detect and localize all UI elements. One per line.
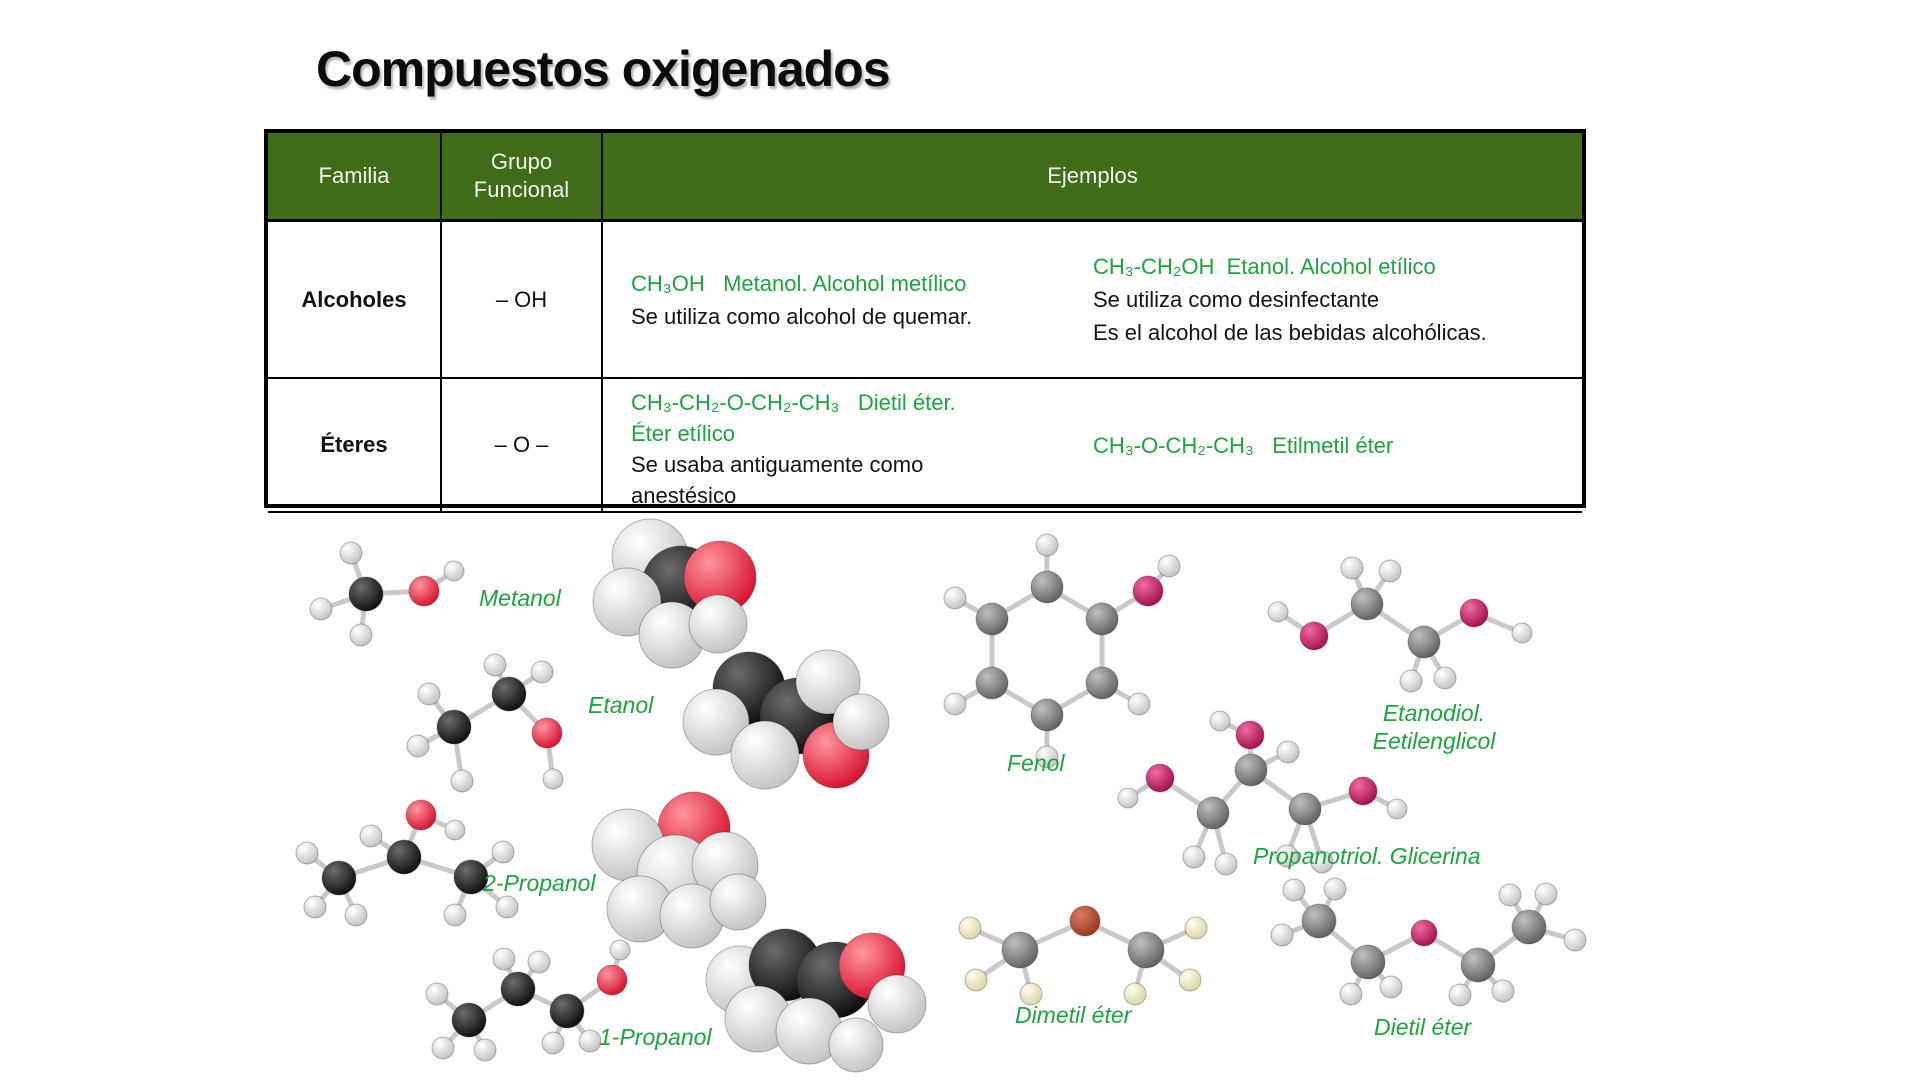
- etilmetil-eter-formula: CH₃-O-CH₂-CH₃ Etilmetil éter: [1093, 432, 1394, 458]
- cell-grupo-o: – O –: [442, 379, 603, 513]
- header-ejemplos: Ejemplos: [603, 133, 1582, 222]
- ejemplo-etanol-block: CH₃-CH₂OH Etanol. Alcohol etílico Se uti…: [1093, 222, 1582, 377]
- molecule-label-dimetil-eter: Dimetil éter: [1015, 1002, 1132, 1028]
- compounds-table: Familia Grupo Funcional Ejemplos Alcohol…: [264, 129, 1586, 513]
- metanol-formula: CH₃OH Metanol. Alcohol metílico: [631, 270, 967, 296]
- ejemplo-dietil-eter-block: CH₃-CH₂-O-CH₂-CH₃ Dietil éter. Éter etíl…: [631, 379, 1093, 511]
- metanol-use: Se utiliza como alcohol de quemar.: [631, 303, 973, 329]
- 1-propanol-ball-stick-model: [425, 939, 631, 1062]
- metanol-space-filling-model: [592, 518, 757, 669]
- glicerina-ball-stick-model: [1117, 710, 1408, 876]
- molecule-label-dietil-eter: Dietil éter: [1374, 1014, 1472, 1040]
- etanol-ball-stick-model: [406, 653, 564, 793]
- etanodiol-ball-stick-model: [1267, 556, 1533, 693]
- dietil-eter-use-1: Se usaba antiguamente como: [631, 452, 924, 477]
- molecule-label-etanodiol: Etanodiol.: [1382, 700, 1486, 726]
- etanol-formula: CH₃-CH₂OH Etanol. Alcohol etílico: [1093, 254, 1436, 279]
- etanol-space-filling-model: [682, 649, 890, 790]
- molecule-label-1-propanol: 1-Propanol: [599, 1024, 712, 1050]
- molecule-label-glicerina: Propanotriol. Glicerina: [1253, 843, 1481, 869]
- molecule-label-etilenglicol: Eetilenglicol: [1372, 728, 1496, 754]
- ejemplo-metanol-block: CH₃OH Metanol. Alcohol metílico Se utili…: [631, 222, 1093, 377]
- 2-propanol-space-filling-model: [591, 791, 767, 949]
- cell-grupo-oh: – OH: [442, 222, 603, 379]
- fenol-ball-stick-model: [943, 533, 1181, 769]
- 2-propanol-ball-stick-model: [295, 799, 519, 927]
- cell-familia-alcoholes: Alcoholes: [268, 222, 442, 379]
- dietil-eter-formula-2: Éter etílico: [631, 421, 735, 446]
- dimetil-eter-ball-stick-model: [958, 905, 1208, 1006]
- slide-title: Compuestos oxigenados: [316, 41, 891, 97]
- molecule-label-metanol: Metanol: [479, 585, 561, 611]
- cell-familia-eteres: Éteres: [268, 379, 442, 513]
- cell-ejemplos-eteres: CH₃-CH₂-O-CH₂-CH₃ Dietil éter. Éter etíl…: [603, 379, 1582, 513]
- dietil-eter-formula: CH₃-CH₂-O-CH₂-CH₃ Dietil éter.: [631, 390, 956, 415]
- dietil-eter-ball-stick-model: [1270, 877, 1587, 1007]
- header-familia: Familia: [268, 133, 442, 222]
- cell-ejemplos-alcoholes: CH₃OH Metanol. Alcohol metílico Se utili…: [603, 222, 1582, 379]
- dietil-eter-use-2: anestésico: [631, 483, 737, 508]
- 1-propanol-space-filling-model: [705, 928, 927, 1073]
- etanol-use-1: Se utiliza como desinfectante: [1093, 287, 1380, 312]
- molecule-label-etanol: Etanol: [588, 692, 654, 718]
- molecule-label-2-propanol: 2-Propanol: [483, 870, 596, 896]
- etanol-use-2: Es el alcohol de las bebidas alcohólicas…: [1093, 320, 1487, 345]
- metanol-ball-stick-model: [309, 541, 465, 647]
- molecule-label-fenol: Fenol: [1007, 750, 1065, 776]
- header-grupo-funcional: Grupo Funcional: [442, 133, 603, 222]
- ejemplo-etilmetil-eter-block: CH₃-O-CH₂-CH₃ Etilmetil éter: [1093, 379, 1582, 511]
